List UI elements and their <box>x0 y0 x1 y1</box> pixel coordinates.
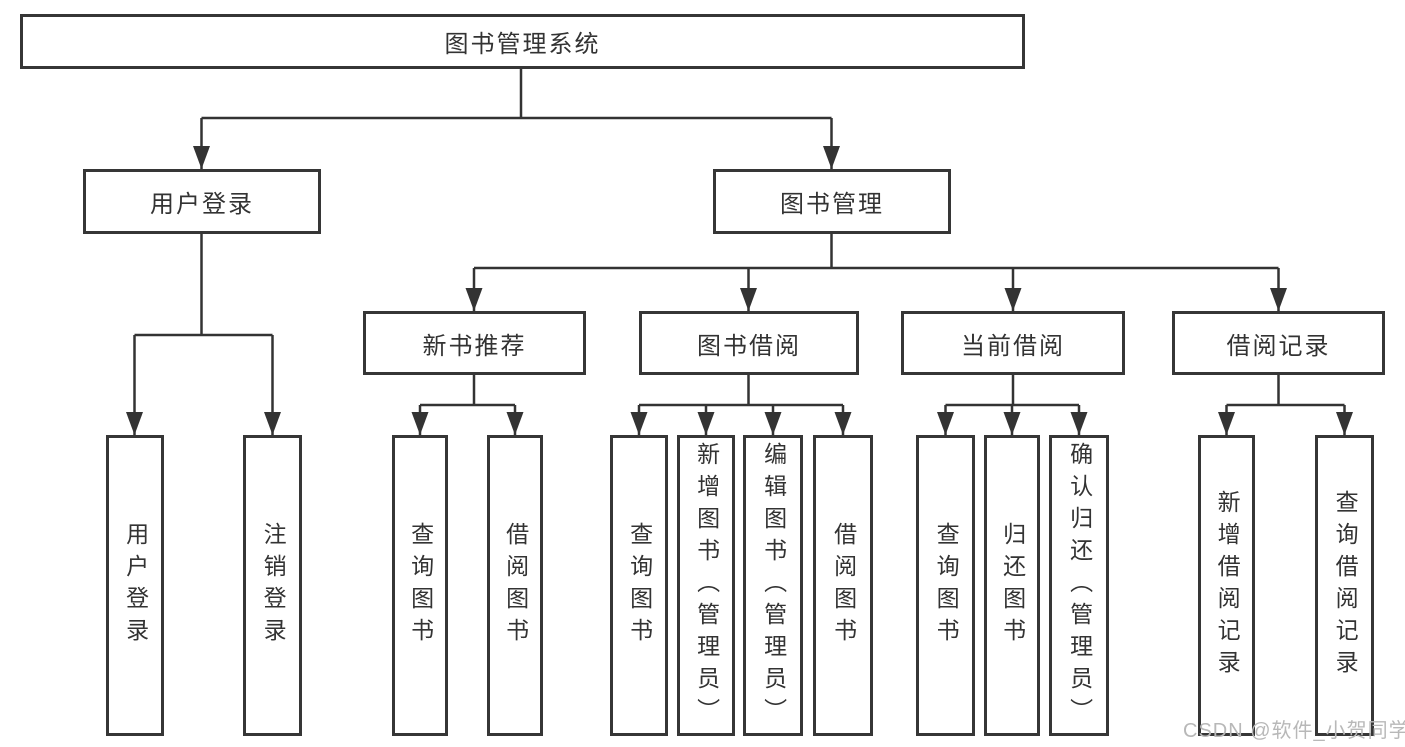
node-book-borrowing: 图书借阅 <box>639 311 859 375</box>
edge-root-to-level2 <box>200 69 833 169</box>
leaf-edit-book-admin: 编辑图书（管理员） <box>743 435 803 736</box>
arrow-down-icon <box>1270 288 1287 311</box>
node-library-management-system: 图书管理系统 <box>20 14 1025 69</box>
arrow-down-icon <box>1336 412 1353 435</box>
leaf-borrow-books-recommend: 借阅图书 <box>487 435 543 736</box>
leaf-query-borrow-record-label: 查询借阅记录 <box>1332 489 1359 682</box>
leaf-add-borrow-record: 新增借阅记录 <box>1198 435 1255 736</box>
leaf-query-books-current: 查询图书 <box>916 435 975 736</box>
leaf-query-books-current-label: 查询图书 <box>933 521 960 650</box>
leaf-edit-book-admin-label: 编辑图书（管理员） <box>760 441 787 730</box>
arrow-down-icon <box>1218 412 1235 435</box>
leaf-logout-label: 注销登录 <box>260 521 287 650</box>
leaf-add-book-admin: 新增图书（管理员） <box>677 435 735 736</box>
leaf-query-books-borrowing: 查询图书 <box>610 435 668 736</box>
arrowheads <box>126 146 1353 435</box>
leaf-borrow-books-label: 借阅图书 <box>830 521 857 650</box>
edge-new-book-recommend-children <box>418 375 517 435</box>
leaf-logout: 注销登录 <box>243 435 302 736</box>
node-new-book-recommend: 新书推荐 <box>363 311 586 375</box>
arrow-down-icon <box>1004 288 1022 311</box>
arrow-down-icon <box>465 288 483 311</box>
arrow-down-icon <box>126 412 143 435</box>
leaf-query-borrow-record: 查询借阅记录 <box>1315 435 1374 736</box>
node-borrow-records: 借阅记录 <box>1172 311 1385 375</box>
edge-borrow-records-children <box>1225 375 1346 435</box>
leaf-query-books-recommend: 查询图书 <box>392 435 448 736</box>
arrow-down-icon <box>823 146 840 169</box>
arrow-down-icon <box>411 412 429 435</box>
arrow-down-icon <box>193 146 210 169</box>
leaf-return-books-label: 归还图书 <box>999 521 1026 650</box>
edge-book-management-children <box>472 234 1280 311</box>
leaf-add-book-admin-label: 新增图书（管理员） <box>693 441 720 730</box>
leaf-borrow-books: 借阅图书 <box>813 435 873 736</box>
watermark: CSDN @软件_小贺同学 <box>1183 720 1405 742</box>
arrow-down-icon <box>834 412 852 435</box>
arrow-down-icon <box>697 412 715 435</box>
node-book-management: 图书管理 <box>713 169 951 234</box>
arrow-down-icon <box>630 412 648 435</box>
leaf-user-login-label: 用户登录 <box>122 521 149 650</box>
leaf-add-borrow-record-label: 新增借阅记录 <box>1214 489 1241 682</box>
edge-book-borrowing-children <box>637 375 845 435</box>
arrow-down-icon <box>264 412 281 435</box>
leaf-borrow-books-recommend-label: 借阅图书 <box>502 521 529 650</box>
arrow-down-icon <box>1070 412 1088 435</box>
arrow-down-icon <box>506 412 524 435</box>
arrow-down-icon <box>937 412 954 435</box>
leaf-confirm-return-admin-label: 确认归还（管理员） <box>1066 441 1093 730</box>
node-current-borrowing: 当前借阅 <box>901 311 1125 375</box>
leaf-query-books-borrowing-label: 查询图书 <box>626 521 653 650</box>
leaf-user-login: 用户登录 <box>106 435 164 736</box>
arrow-down-icon <box>1003 412 1021 435</box>
arrow-down-icon <box>764 412 782 435</box>
arrow-down-icon <box>740 288 757 311</box>
leaf-return-books: 归还图书 <box>984 435 1040 736</box>
leaf-confirm-return-admin: 确认归还（管理员） <box>1049 435 1109 736</box>
leaf-query-books-recommend-label: 查询图书 <box>407 521 434 650</box>
node-user-login: 用户登录 <box>83 169 321 234</box>
edge-user-login-children <box>133 234 274 435</box>
